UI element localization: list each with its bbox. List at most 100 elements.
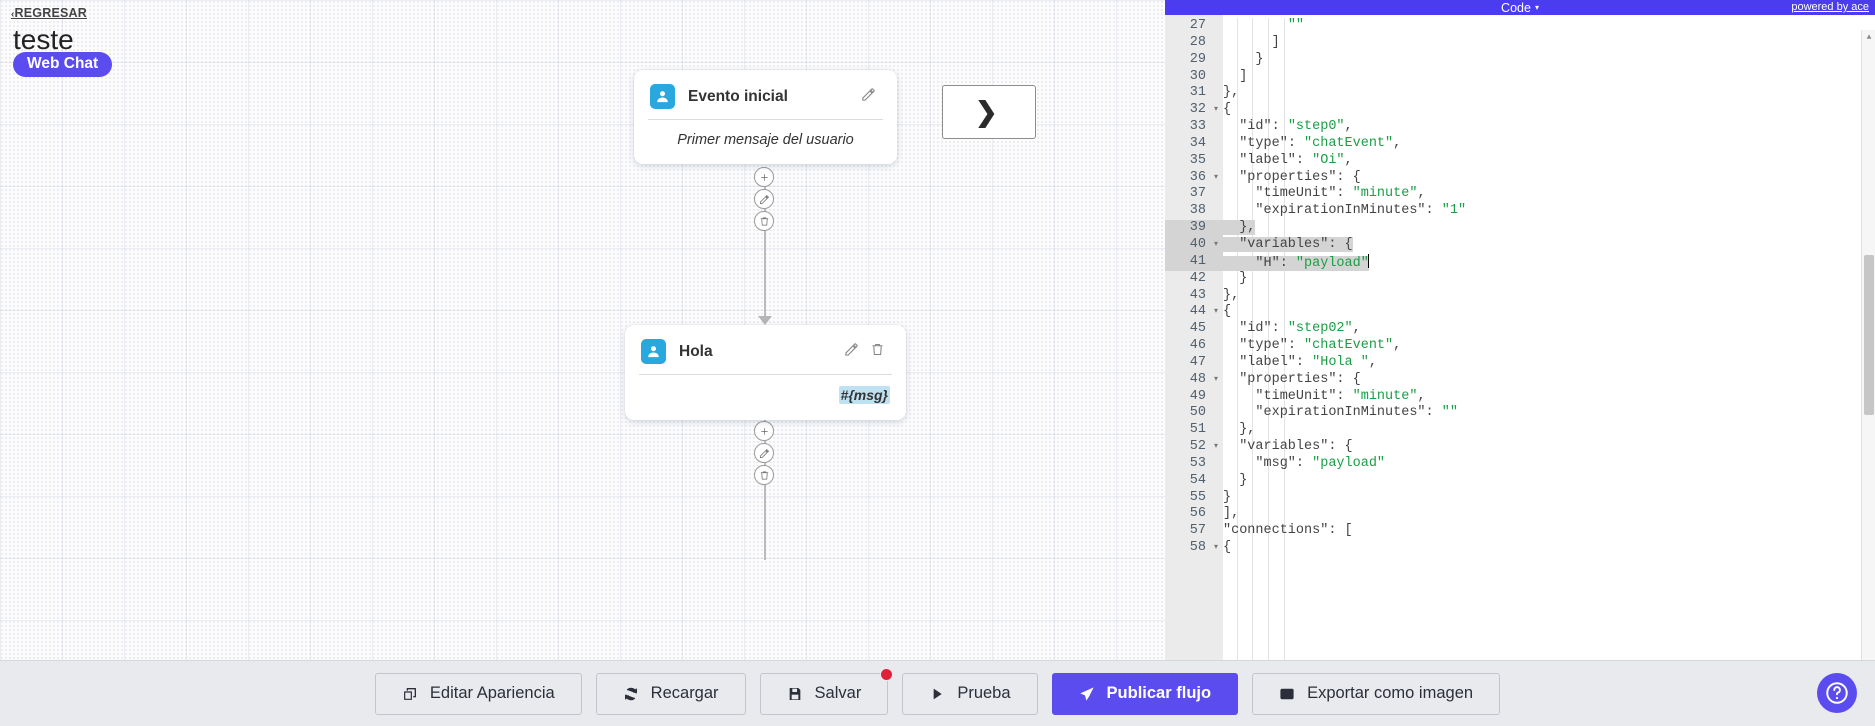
code-line[interactable]: {: [1223, 102, 1232, 118]
connector-actions-2[interactable]: [754, 421, 774, 485]
toolbar-button-recargar[interactable]: Recargar: [595, 672, 746, 715]
fold-toggle-icon[interactable]: ▾: [1213, 543, 1218, 553]
pencil-icon[interactable]: [861, 87, 881, 107]
code-line[interactable]: ],: [1223, 506, 1240, 522]
code-line[interactable]: {: [1223, 540, 1232, 556]
fold-toggle-icon[interactable]: ▾: [1213, 239, 1218, 249]
play-icon: [929, 686, 945, 702]
code-line[interactable]: "timeUnit": "minute",: [1255, 186, 1426, 202]
line-number: 52▾: [1189, 439, 1218, 455]
trash-icon[interactable]: [754, 465, 774, 485]
code-line[interactable]: "connections": [: [1223, 523, 1353, 539]
code-line[interactable]: "id": "step02",: [1239, 321, 1361, 337]
line-number: 50: [1189, 405, 1206, 421]
line-number: 53: [1189, 455, 1206, 471]
line-number: 48▾: [1189, 371, 1218, 387]
add-icon[interactable]: [754, 421, 774, 441]
code-line[interactable]: ]: [1223, 34, 1280, 50]
code-text-area[interactable]: "" ] } ]},{ "id": "step0", "type": "chat…: [1223, 15, 1875, 660]
panel-collapse-toggle[interactable]: ❯: [942, 85, 1036, 139]
chevron-right-icon: ❯: [975, 96, 998, 127]
connector-line-2: [764, 420, 766, 560]
code-scrollbar[interactable]: ▲ ▼: [1861, 30, 1875, 675]
line-number: 40▾: [1165, 236, 1223, 254]
code-line[interactable]: }: [1223, 472, 1248, 488]
code-line[interactable]: }: [1223, 270, 1248, 286]
text-cursor: [1367, 253, 1369, 268]
line-number: 49: [1189, 388, 1206, 404]
node-body-text: Primer mensaje del usuario: [677, 132, 854, 148]
code-line[interactable]: },: [1223, 422, 1256, 438]
fold-toggle-icon[interactable]: ▾: [1213, 374, 1218, 384]
code-line[interactable]: "variables": {: [1239, 439, 1353, 455]
save-disk-icon: [787, 686, 803, 702]
toolbar-button-editar-apariencia[interactable]: Editar Apariencia: [374, 672, 582, 715]
connector-actions-1[interactable]: [754, 167, 774, 231]
code-line[interactable]: ]: [1223, 68, 1248, 84]
code-line[interactable]: "type": "chatEvent",: [1239, 135, 1402, 151]
question-mark-icon: [1826, 682, 1848, 704]
powered-by-link[interactable]: powered by ace: [1791, 1, 1869, 13]
code-line[interactable]: {: [1223, 304, 1232, 320]
fold-toggle-icon[interactable]: ▾: [1213, 307, 1218, 317]
pencil-icon[interactable]: [754, 443, 774, 463]
line-number: 37: [1189, 186, 1206, 202]
line-number: 42: [1189, 270, 1206, 286]
fold-toggle-icon[interactable]: ▾: [1213, 105, 1218, 115]
code-line[interactable]: "expirationInMinutes": "": [1255, 405, 1458, 421]
node-divider: [639, 374, 892, 375]
code-line[interactable]: "msg": "payload": [1255, 455, 1386, 471]
chevron-down-icon[interactable]: ▾: [1534, 3, 1539, 12]
code-line[interactable]: "timeUnit": "minute",: [1255, 388, 1426, 404]
code-line[interactable]: "properties": {: [1239, 169, 1361, 185]
pencil-icon[interactable]: [844, 342, 864, 362]
connector-arrow-1: [758, 316, 772, 325]
code-line[interactable]: }: [1223, 51, 1264, 67]
pencil-icon[interactable]: [754, 189, 774, 209]
node-header: Evento inicial: [634, 70, 897, 119]
line-number: 56: [1189, 506, 1206, 522]
line-number: 58▾: [1189, 540, 1218, 556]
line-number: 29: [1189, 51, 1206, 67]
code-line[interactable]: "label": "Hola ",: [1239, 354, 1377, 370]
fold-toggle-icon[interactable]: ▾: [1213, 172, 1218, 182]
line-number: 47: [1189, 354, 1206, 370]
code-line[interactable]: "id": "step0",: [1239, 119, 1353, 135]
code-line[interactable]: "H": "payload": [1223, 253, 1875, 271]
code-line[interactable]: "": [1287, 18, 1305, 33]
scroll-thumb[interactable]: [1864, 255, 1874, 415]
trash-icon[interactable]: [870, 342, 890, 362]
toolbar-button-label: Publicar flujo: [1106, 684, 1212, 702]
add-icon[interactable]: [754, 167, 774, 187]
code-line[interactable]: },: [1223, 85, 1240, 101]
scroll-up-arrow-icon[interactable]: ▲: [1866, 32, 1872, 42]
help-button[interactable]: [1817, 673, 1857, 713]
code-panel-header[interactable]: Code ▾ powered by ace: [1165, 0, 1875, 15]
flow-node-evento-inicial[interactable]: Evento inicial Primer mensaje del usuari…: [634, 70, 897, 164]
edit-square-icon: [402, 686, 418, 702]
code-line[interactable]: },: [1223, 220, 1256, 236]
code-line[interactable]: "label": "Oi",: [1239, 152, 1353, 168]
flow-node-hola[interactable]: Hola #{msg}: [625, 325, 906, 420]
page-title: teste: [13, 24, 74, 55]
toolbar-button-salvar[interactable]: Salvar: [759, 667, 894, 715]
code-line[interactable]: }: [1223, 489, 1232, 505]
line-number: 41: [1165, 253, 1223, 271]
fold-toggle-icon[interactable]: ▾: [1213, 442, 1218, 452]
toolbar-button-publicar-flujo[interactable]: Publicar flujo: [1051, 672, 1239, 715]
toolbar-button-label: Salvar: [814, 684, 862, 702]
back-link[interactable]: ‹REGRESAR: [11, 6, 87, 20]
code-line[interactable]: "expirationInMinutes": "1": [1255, 203, 1467, 219]
code-line[interactable]: "type": "chatEvent",: [1239, 338, 1402, 354]
code-line[interactable]: },: [1223, 287, 1240, 303]
code-line[interactable]: "variables": {: [1223, 236, 1875, 254]
line-number: 44▾: [1189, 304, 1218, 320]
toolbar-button-exportar-como-imagen[interactable]: Exportar como imagen: [1252, 672, 1501, 715]
line-number: 27: [1189, 18, 1206, 33]
code-line[interactable]: "properties": {: [1239, 371, 1361, 387]
trash-icon[interactable]: [754, 211, 774, 231]
bottom-toolbar: Editar Apariencia Recargar Salvar Prueba Pub…: [0, 660, 1875, 726]
toolbar-button-prueba[interactable]: Prueba: [902, 672, 1038, 715]
